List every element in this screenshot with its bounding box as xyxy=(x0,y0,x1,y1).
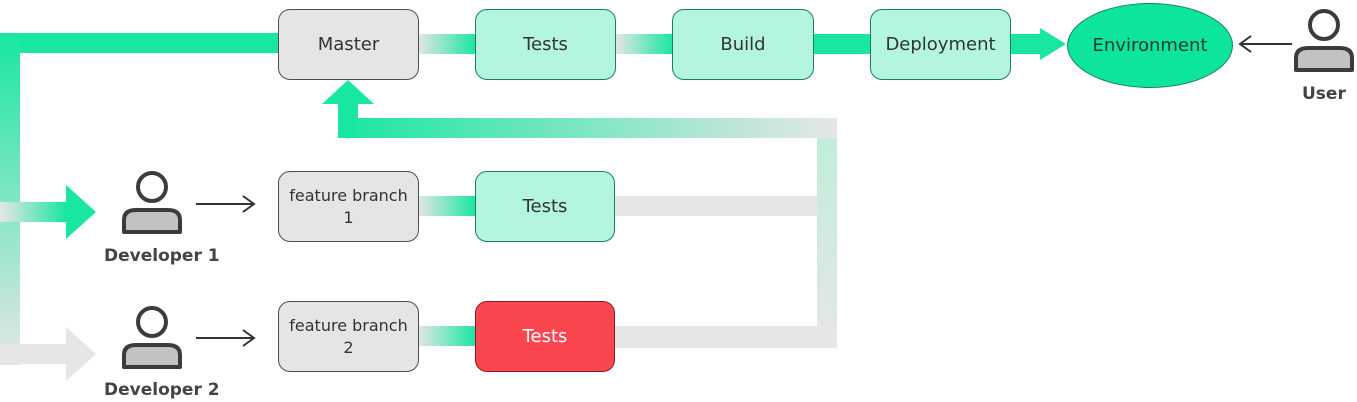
feedback-horizontal-track xyxy=(338,118,837,138)
env-arrow xyxy=(1040,28,1066,60)
dev1-track xyxy=(0,202,66,222)
dev2-arrow xyxy=(66,327,96,381)
feature-branch-1-box: feature branch 1 xyxy=(278,171,419,242)
feedback-vertical-track xyxy=(817,118,837,348)
feedback-up-track xyxy=(338,100,358,138)
environment-node: Environment xyxy=(1067,3,1233,88)
person-icon xyxy=(1294,9,1354,72)
build-box: Build xyxy=(672,9,814,80)
tests2-to-loop-track xyxy=(614,326,837,348)
user-label: User xyxy=(1302,84,1346,104)
tests1-to-loop-track xyxy=(614,196,817,216)
master-up-arrow xyxy=(322,80,374,104)
feature-branch-2-box: feature branch 2 xyxy=(278,301,419,372)
fb2-to-tests-track xyxy=(418,326,476,346)
master-to-tests-track xyxy=(418,34,476,54)
dev2-track xyxy=(0,344,66,364)
developer-2-label: Developer 2 xyxy=(104,380,220,400)
dev1-arrow xyxy=(66,185,96,239)
left-vertical-track xyxy=(0,33,20,365)
fb1-to-tests-track xyxy=(418,196,476,216)
build-to-deploy-track xyxy=(813,34,871,54)
developer-1-label: Developer 1 xyxy=(104,246,220,266)
tests-1-box: Tests xyxy=(475,171,615,242)
arrow-left-icon xyxy=(1238,35,1292,53)
deployment-box: Deployment xyxy=(870,9,1011,80)
person-icon xyxy=(122,306,182,369)
tests-to-build-track xyxy=(615,34,673,54)
arrow-right-icon xyxy=(196,329,256,347)
master-inbound-track xyxy=(0,33,280,53)
tests-2-failed-box: Tests xyxy=(475,301,615,372)
deploy-to-env-track xyxy=(1010,34,1040,54)
top-tests-box: Tests xyxy=(475,9,616,80)
master-box: Master xyxy=(278,9,419,80)
person-icon xyxy=(122,171,182,234)
arrow-right-icon xyxy=(196,195,256,213)
